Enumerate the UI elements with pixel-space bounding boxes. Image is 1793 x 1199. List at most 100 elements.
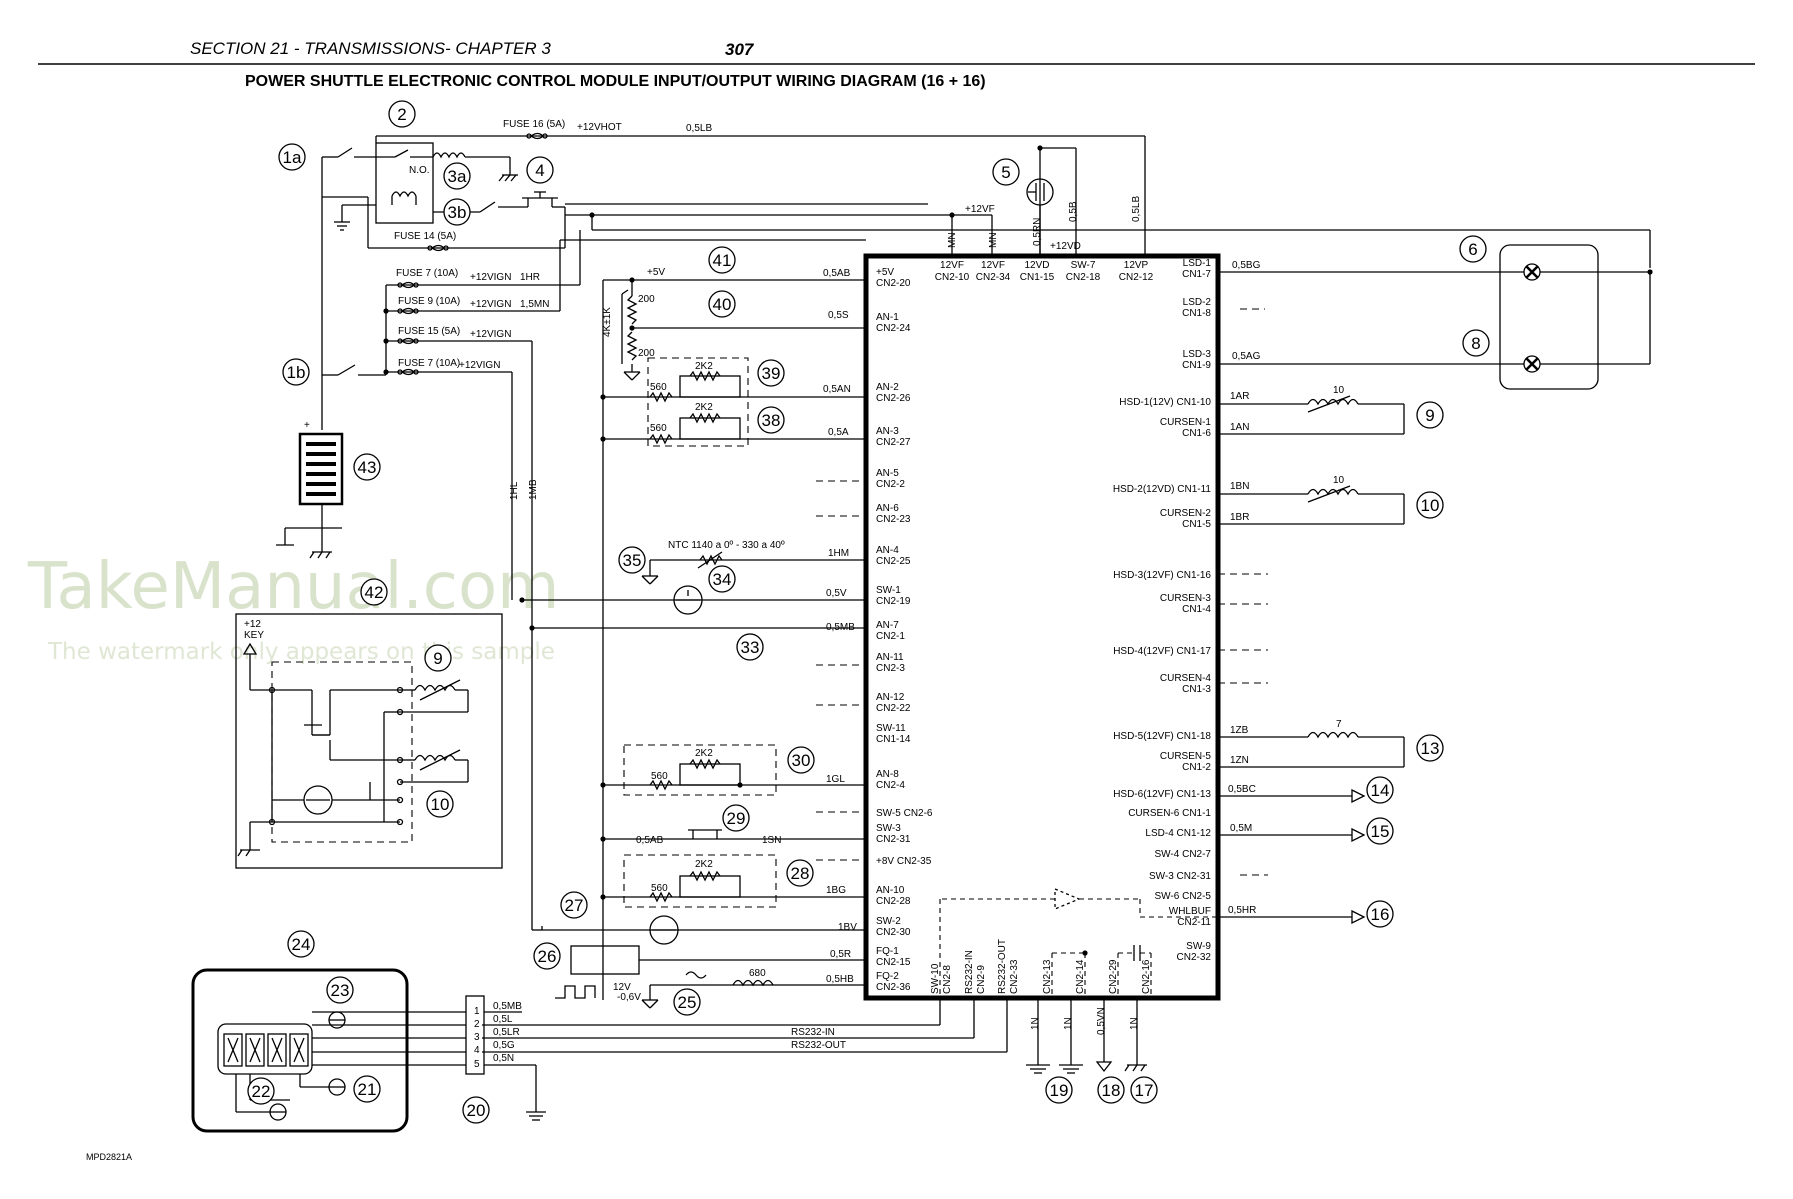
wire-label-w67: 0,5N [493, 1053, 514, 1064]
ecu-left-psw11-name: SW-11 [876, 723, 906, 734]
callout-c25-circle [673, 988, 701, 1016]
callout-c27-circle [560, 891, 588, 919]
key-switch-circuit [235, 613, 503, 869]
callout-c3b: 3b [448, 203, 467, 222]
callout-c23: 23 [331, 981, 350, 1000]
input-circuits [519, 277, 866, 1009]
ecu-bottom-b1-name: SW-10 [930, 963, 941, 994]
vertical-label-v3: 0,5RN [1032, 218, 1043, 246]
section-header: SECTION 21 - TRANSMISSIONS- CHAPTER 3 [190, 39, 551, 58]
ecu-top-t3-pin: CN1-15 [1020, 272, 1055, 283]
wire-label-w36: 0,5AB [636, 835, 664, 846]
wire-label-w34: 560 [651, 771, 668, 782]
ecu-right-rlsd3-pin: CN1-9 [1182, 360, 1211, 371]
ecu-left-pan12-pin: CN2-22 [876, 703, 911, 714]
ecu-bottom-b5-name: CN2-14 [1075, 959, 1086, 994]
ecu-right-rcur1-name: CURSEN-1 [1160, 417, 1212, 428]
callout-c39: 39 [762, 364, 781, 383]
callout-c5: 5 [1001, 163, 1010, 182]
callout-c17: 17 [1135, 1081, 1154, 1100]
callout-c13-circle [1416, 734, 1444, 762]
callout-c40: 40 [713, 295, 732, 314]
ecu-right-rhsd2: HSD-2(12VD) CN1-11 [1113, 484, 1212, 495]
vertical-label-v11: 0,5VN [1096, 1007, 1107, 1035]
wire-label-w64: 0,5L [493, 1014, 513, 1025]
callout-c10l: 10 [431, 795, 450, 814]
ecu-bottom-b4-name: CN2-13 [1042, 959, 1053, 994]
ecu-top-t1-pin: CN2-10 [935, 272, 970, 283]
wire-label-w31: 0,5V [826, 588, 847, 599]
ecu-left-pins: +5VCN2-20AN-1CN2-24AN-2CN2-26AN-3CN2-27A… [876, 267, 933, 993]
wire-label-w23: 2K2 [695, 361, 713, 372]
ecu-left-pan3-pin: CN2-27 [876, 437, 911, 448]
ecu-bottom-b2-name: RS232-IN [964, 950, 975, 994]
callout-c38: 38 [762, 411, 781, 430]
callout-c28-circle [786, 859, 814, 887]
ecu-top-t5-pin: CN2-12 [1119, 272, 1154, 283]
ecu-bottom-b1-pin: CN2-8 [942, 965, 953, 994]
ecu-right-rsw9-name: SW-9 [1186, 941, 1211, 952]
ecu-left-pfq2-pin: CN2-36 [876, 982, 911, 993]
output-circuits [482, 244, 1653, 1074]
wire-label-w54: 1BR [1230, 512, 1249, 523]
diagram-title: POWER SHUTTLE ELECTRONIC CONTROL MODULE … [245, 73, 986, 90]
wire-label-w60: 0,5HR [1228, 905, 1256, 916]
ecu-right-rhsd1: HSD-1(12V) CN1-10 [1119, 397, 1211, 408]
callout-c25: 25 [678, 993, 697, 1012]
wire-label-w51: 1AN [1230, 422, 1249, 433]
ecu-top-pins: 12VFCN2-1012VFCN2-3412VDCN1-15SW-7CN2-18… [935, 260, 1154, 283]
wire-label-w44: 0,5HB [826, 974, 854, 985]
ecu-left-pfq2-name: FQ-2 [876, 971, 899, 982]
callout-c18: 18 [1102, 1081, 1121, 1100]
vertical-label-v8: 1MB [528, 479, 539, 500]
ecu-right-rlsd2-name: LSD-2 [1183, 297, 1212, 308]
callout-c22-circle [247, 1077, 275, 1105]
callout-c8: 8 [1471, 334, 1480, 353]
wire-label-w73: 4 [474, 1045, 480, 1056]
ecu-right-rhsd3: HSD-3(12VF) CN1-16 [1113, 570, 1211, 581]
ecu-left-pan8-name: AN-8 [876, 769, 899, 780]
callout-c34-circle [708, 565, 736, 593]
wire-label-w17: +12VD [1050, 241, 1081, 252]
wire-label-w59: 0,5M [1230, 823, 1252, 834]
callout-c39-circle [757, 359, 785, 387]
callout-c34: 34 [713, 570, 732, 589]
callout-c1b: 1b [287, 363, 306, 382]
ecu-top-t5-name: 12VP [1124, 260, 1149, 271]
callout-c6: 6 [1468, 240, 1477, 259]
callout-c29-circle [722, 804, 750, 832]
wire-label-w55: 1ZB [1230, 725, 1249, 736]
ecu-left-pan8-pin: CN2-4 [876, 780, 905, 791]
ecu-right-rlsd4: LSD-4 CN1-12 [1145, 828, 1211, 839]
wire-label-w61: +12 [244, 619, 261, 630]
ecu-left-p5v-name: +5V [876, 267, 894, 278]
callout-c10r-circle [1416, 491, 1444, 519]
callout-c9r: 9 [1425, 406, 1434, 425]
wire-label-w39: 560 [651, 883, 668, 894]
ecu-right-rsw6: SW-6 CN2-5 [1155, 891, 1212, 902]
wire-label-w33: 2K2 [695, 748, 713, 759]
callout-c4: 4 [535, 161, 544, 180]
ecu-left-pan1-name: AN-1 [876, 312, 899, 323]
callout-c26: 26 [538, 947, 557, 966]
vertical-label-v5: MN [988, 232, 999, 248]
vertical-label-v2: 0,5B [1068, 201, 1079, 222]
wire-label-w42: 0,5R [830, 949, 851, 960]
wire-label-w2: +12VHOT [577, 122, 622, 133]
watermark-brand: TakeManual.com [27, 550, 559, 624]
ecu-right-pins: LSD-1CN1-7LSD-2CN1-8LSD-3CN1-9CURSEN-1CN… [1113, 258, 1212, 963]
ecu-right-rcur5-pin: CN1-2 [1182, 762, 1211, 773]
ecu-right-rcur3-name: CURSEN-3 [1160, 593, 1212, 604]
ecu-right-rsw4: SW-4 CN2-7 [1155, 849, 1212, 860]
ecu-right-rwhl-pin: CN2-11 [1177, 917, 1211, 928]
wire-label-w48: 0,5AG [1232, 351, 1261, 362]
wire-label-w66: 0,5G [493, 1040, 515, 1051]
wire-label-w10: +12VIGN [470, 299, 511, 310]
wire-label-w14: FUSE 7 (10A) [398, 358, 460, 369]
callout-c18-circle [1097, 1076, 1125, 1104]
wire-label-w49: 1AR [1230, 391, 1249, 402]
ecu-right-rcur1-pin: CN1-6 [1182, 428, 1211, 439]
wire-label-w26: 2K2 [695, 402, 713, 413]
